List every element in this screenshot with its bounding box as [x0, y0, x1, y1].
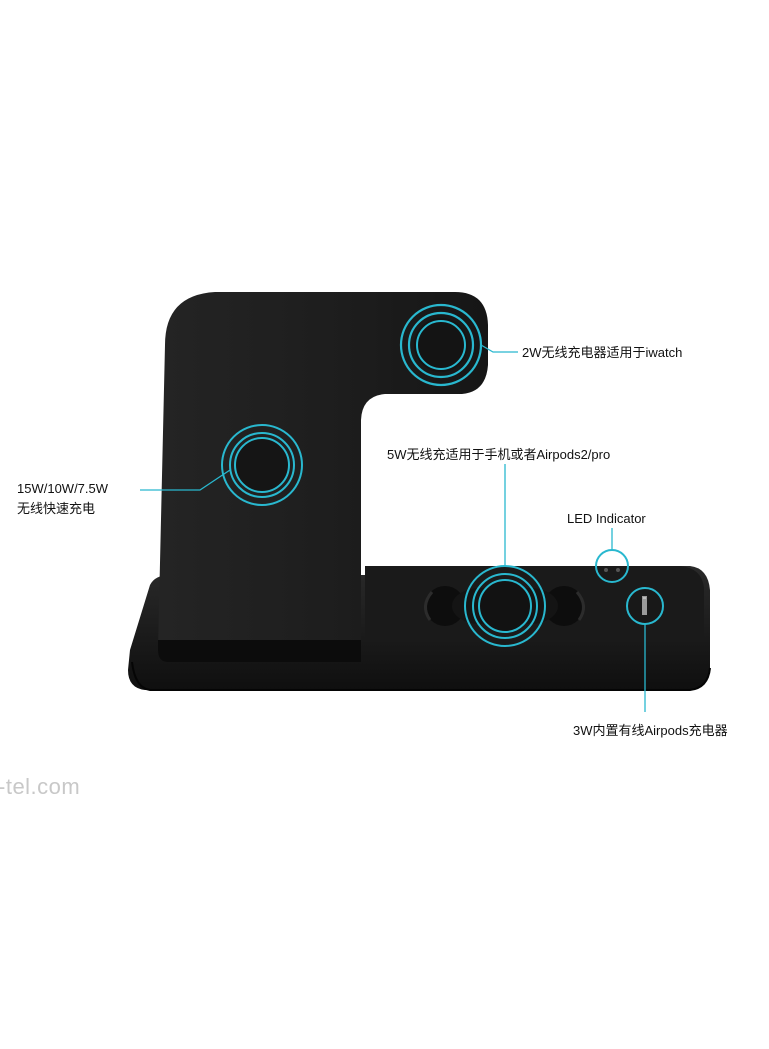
iwatch-charger-label: 2W无线充电器适用于iwatch [522, 345, 683, 360]
leader-lines [140, 344, 646, 712]
airpods-wireless-label: 5W无线充适用于手机或者Airpods2/pro [387, 447, 611, 462]
phone-stand [158, 292, 488, 662]
phone-charger-coil [221, 424, 303, 506]
airpods-wired-label: 3W内置有线Airpods充电器 [573, 723, 728, 738]
watch-charger-pad [399, 303, 483, 387]
airpods-wireless-pad [424, 565, 585, 647]
fast-charge-label-line1: 15W/10W/7.5W [17, 481, 109, 496]
watermark-text: -tel.com [0, 774, 81, 799]
led-indicator-label: LED Indicator [567, 511, 646, 526]
airpods-wired-port [626, 587, 664, 625]
fast-charge-label-line2: 无线快速充电 [17, 501, 96, 516]
